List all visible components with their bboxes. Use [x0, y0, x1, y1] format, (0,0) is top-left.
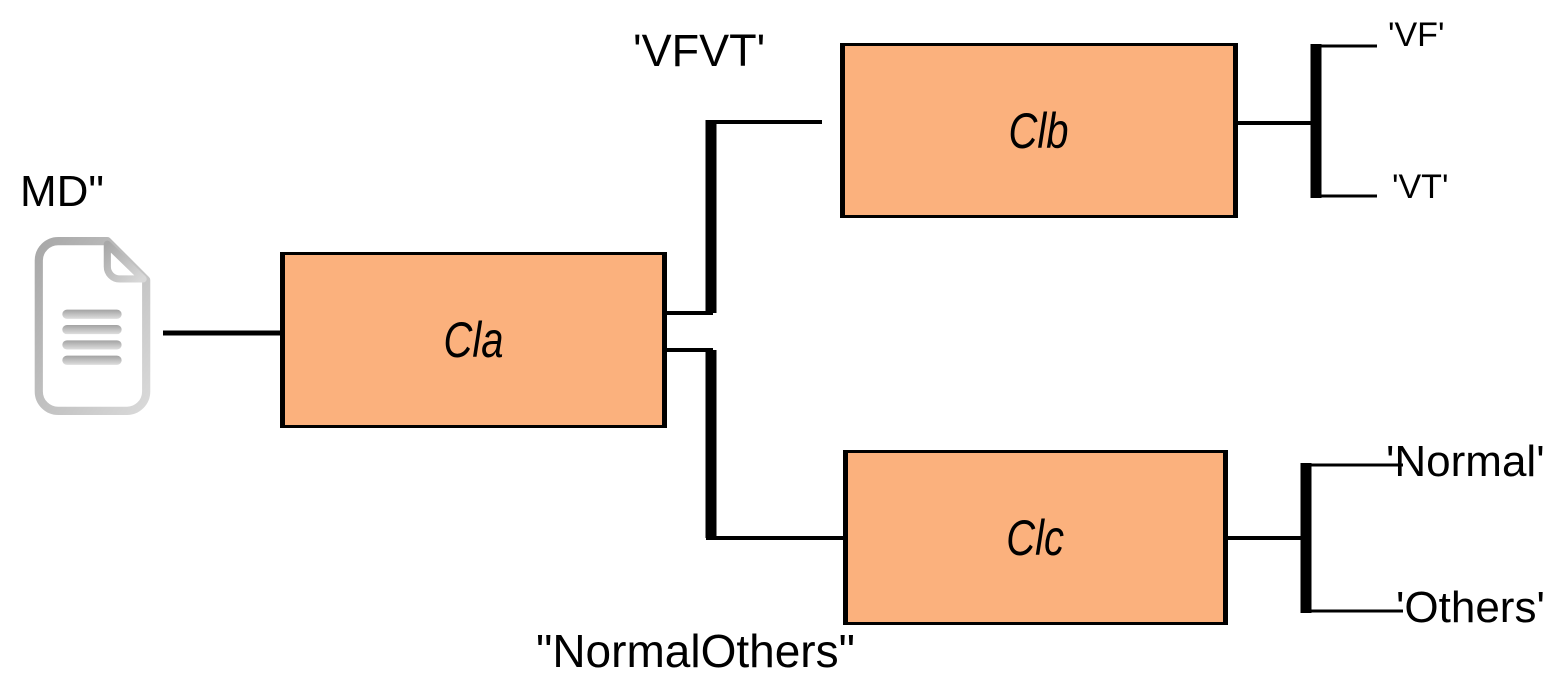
- text-lines-icon: [62, 309, 122, 365]
- node-clb: Clb: [840, 43, 1238, 218]
- node-clc: Clc: [843, 450, 1228, 625]
- label-normal: 'Normal': [1386, 437, 1545, 486]
- label-others: 'Others': [1396, 583, 1545, 632]
- label-normalothers: "NormalOthers": [536, 625, 855, 677]
- node-clc-label: Clc: [1006, 509, 1065, 566]
- label-vt: 'VT': [1392, 168, 1449, 206]
- document-icon: [34, 237, 151, 415]
- label-vf: 'VF': [1388, 16, 1445, 54]
- label-md: MD": [20, 167, 105, 216]
- fold-corner-icon: [103, 240, 147, 283]
- node-cla: Cla: [280, 252, 667, 428]
- label-vfvt: 'VFVT': [633, 25, 766, 76]
- node-clb-label: Clb: [1008, 102, 1070, 159]
- node-cla-label: Cla: [443, 312, 504, 368]
